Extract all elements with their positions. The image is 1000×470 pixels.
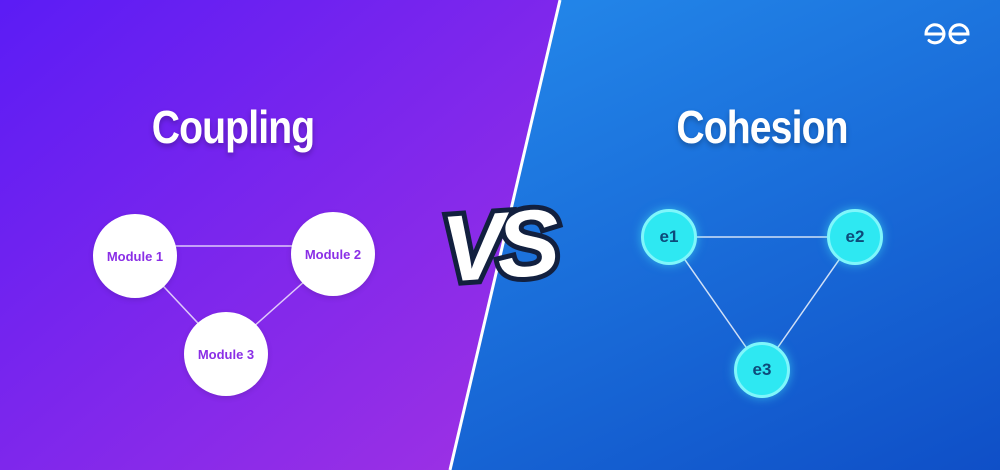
module-3-node: Module 3: [184, 312, 268, 396]
cohesion-title: Cohesion: [676, 101, 848, 153]
element-e1-node: e1: [641, 209, 697, 265]
vs-text: VS: [438, 189, 562, 302]
divider: [448, 0, 562, 470]
module-2-node: Module 2: [291, 212, 375, 296]
coupling-title: Coupling: [151, 101, 315, 153]
module-1-node: Module 1: [93, 214, 177, 298]
left-panel: [0, 0, 560, 470]
element-e2-node: e2: [827, 209, 883, 265]
vs-mark: VS: [433, 184, 567, 307]
element-e3-node: e3: [734, 342, 790, 398]
geeksforgeeks-logo-icon: [924, 23, 970, 45]
